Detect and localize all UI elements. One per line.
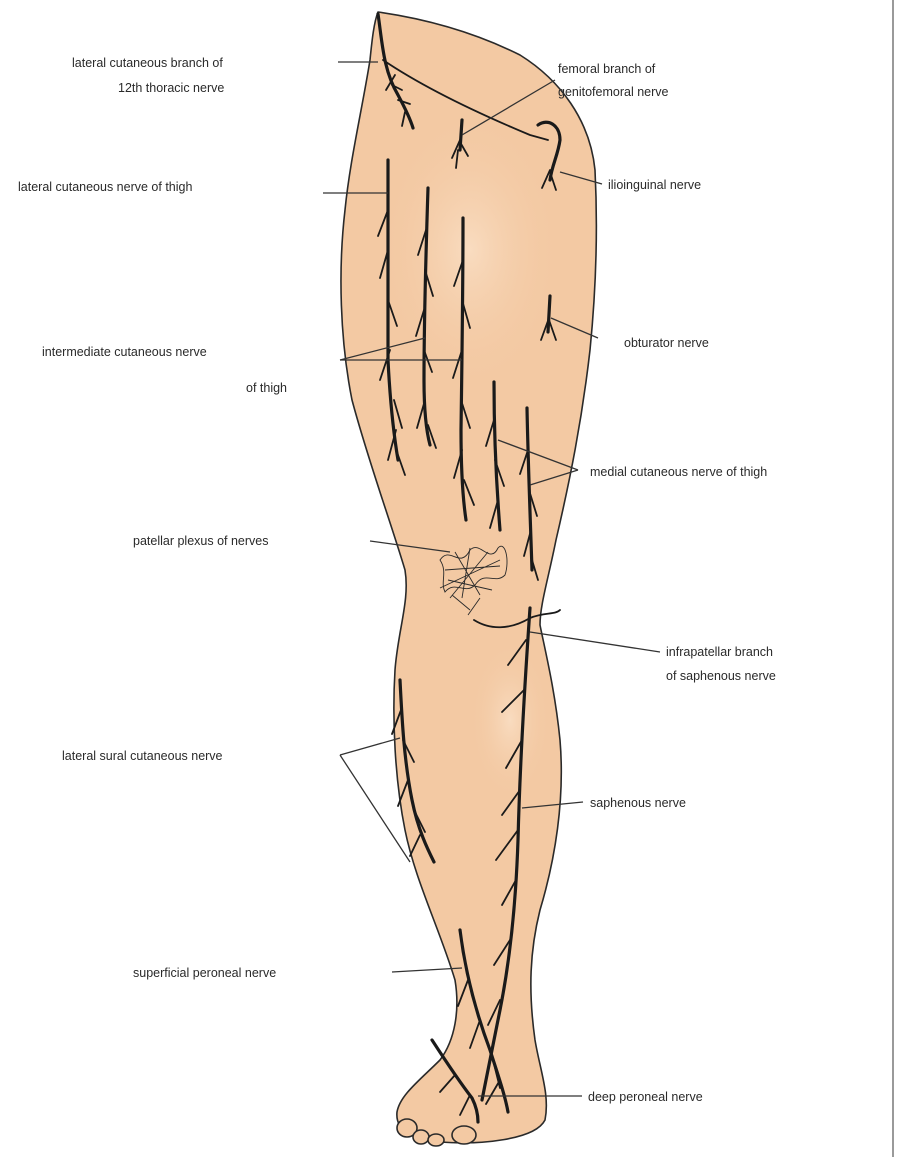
label-lat-branch-12th-b: 12th thoracic nerve bbox=[118, 81, 224, 95]
label-saphenous: saphenous nerve bbox=[590, 796, 686, 810]
label-obturator: obturator nerve bbox=[624, 336, 709, 350]
label-infrapatellar-b: of saphenous nerve bbox=[666, 669, 776, 683]
label-patellar-plexus: patellar plexus of nerves bbox=[133, 534, 269, 548]
label-lateral-sural: lateral sural cutaneous nerve bbox=[62, 749, 223, 763]
label-superficial-peroneal: superficial peroneal nerve bbox=[133, 966, 276, 980]
label-deep-peroneal: deep peroneal nerve bbox=[588, 1090, 703, 1104]
thigh-highlight bbox=[380, 110, 560, 390]
label-femoral-branch-a: femoral branch of bbox=[558, 62, 656, 76]
label-lat-branch-12th-a: lateral cutaneous branch of bbox=[72, 56, 223, 70]
label-femoral-branch-b: genitofemoral nerve bbox=[558, 85, 669, 99]
label-infrapatellar-a: infrapatellar branch bbox=[666, 645, 773, 659]
calf-highlight bbox=[470, 640, 550, 800]
label-intermediate-a: intermediate cutaneous nerve bbox=[42, 345, 207, 359]
label-intermediate-b: of thigh bbox=[246, 381, 287, 395]
label-medial-cutaneous-thigh: medial cutaneous nerve of thigh bbox=[590, 465, 767, 479]
label-lateral-cutaneous-thigh: lateral cutaneous nerve of thigh bbox=[18, 180, 192, 194]
label-ilioinguinal: ilioinguinal nerve bbox=[608, 178, 701, 192]
